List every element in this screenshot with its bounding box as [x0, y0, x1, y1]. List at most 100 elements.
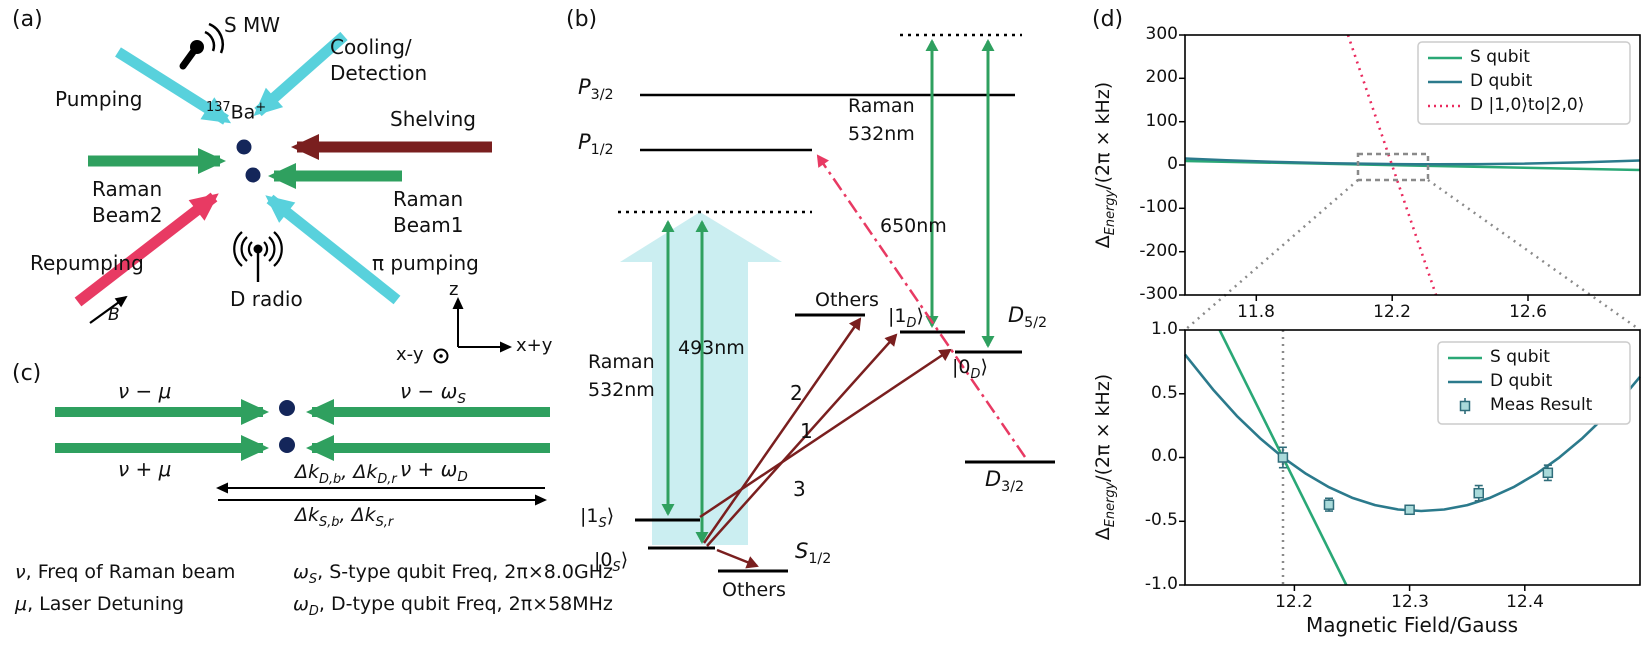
top-legend-d-qubit: D qubit — [1470, 71, 1533, 91]
top-legend-d-transition: D |1,0⟩to|2,0⟩ — [1470, 95, 1585, 115]
top-legend — [1417, 41, 1631, 125]
note-omega-s: ωS, S-type qubit Freq, 2π×8.0GHz — [293, 561, 613, 587]
smw-label: S MW — [224, 13, 281, 37]
ket-0s-label: |0S⟩ — [594, 549, 629, 575]
note-mu: μ, Laser Detuning — [15, 593, 185, 615]
panel-d-label: (d) — [1092, 7, 1124, 32]
650nm-label: 650nm — [880, 215, 947, 237]
493nm-label: 493nm — [678, 337, 745, 359]
level-label-p12: P1/2 — [578, 130, 614, 159]
cooling-label-line1: Cooling/ — [330, 35, 412, 59]
others-s-label: Others — [722, 579, 786, 601]
xmy-axis-label: x-y — [396, 344, 424, 365]
note-nu: ν, Freq of Raman beam — [15, 561, 236, 583]
xmy-axis-symbol — [433, 348, 449, 364]
b-field-label: B — [108, 305, 120, 325]
zoom-connector-left — [1184, 179, 1359, 331]
level-label-d32: D3/2 — [985, 467, 1025, 496]
cooling-detection-arrow — [253, 31, 348, 117]
shelving-label: Shelving — [390, 107, 476, 131]
xpy-axis-label: x+y — [516, 335, 553, 356]
repumping-arrow — [74, 192, 219, 307]
d-bottom-xtick: 12.2 — [1275, 592, 1313, 612]
ion-dot-2 — [245, 167, 261, 183]
d-top-xtick: 11.8 — [1237, 302, 1275, 322]
ket-1d-label: |1D⟩ — [888, 305, 924, 331]
bottom-plot-ticks — [1179, 329, 1526, 591]
d-qubit-parabola — [1183, 353, 1641, 513]
panel-b-graphics — [618, 33, 1055, 573]
d-top-ytick: 200 — [1145, 67, 1178, 87]
delta-k-s-label: ΔkS,b, ΔkS,r — [295, 504, 394, 530]
nu-plus-mu-label: ν + μ — [118, 457, 172, 481]
panel-c-graphics — [55, 399, 550, 506]
d-bottom-ytick: 0.0 — [1150, 446, 1178, 466]
d-bottom-xtick: 12.4 — [1506, 592, 1544, 612]
transition-1-label: 1 — [800, 419, 813, 443]
b-field-arrow — [89, 295, 128, 324]
z-axis-label: z — [449, 279, 459, 300]
note-omega-d: ωD, D-type qubit Freq, 2π×58MHz — [293, 593, 613, 619]
d-top-ytick: -200 — [1139, 241, 1178, 261]
level-label-d52: D5/2 — [1008, 303, 1048, 332]
d-top-ytick: -100 — [1139, 197, 1178, 217]
top-legend-s-qubit: S qubit — [1470, 47, 1530, 67]
decay-to-others-s — [716, 548, 759, 569]
measurement-points — [1277, 446, 1554, 516]
pi-pumping-label: π pumping — [372, 251, 479, 275]
raman-beam1-label-line2: Beam1 — [393, 213, 464, 237]
d-bottom-ytick: -0.5 — [1144, 510, 1178, 530]
others-d-label: Others — [815, 289, 879, 311]
raman-left-label-line2: 532nm — [588, 379, 655, 401]
bottom-chart — [1179, 329, 1641, 591]
d-top-xtick: 12.2 — [1373, 302, 1411, 322]
bottom-legend-s-qubit: S qubit — [1490, 347, 1550, 367]
shelving-transition-to-others-d — [702, 317, 862, 544]
d-qubit-curve-top — [1184, 157, 1641, 166]
raman-left-label-line1: Raman — [588, 351, 655, 373]
d-top-ytick: 100 — [1145, 111, 1178, 131]
raman-beam1-label-line1: Raman — [393, 187, 464, 211]
microwave-antenna-icon — [179, 22, 224, 70]
zoom-box — [1356, 152, 1430, 182]
ion-dot-bottom — [279, 437, 295, 453]
raman-right-label-line1: Raman — [848, 95, 915, 117]
d-top-xtick: 12.6 — [1509, 302, 1547, 322]
repumping-label: Repumping — [30, 251, 144, 275]
650nm-arrow — [816, 154, 1027, 458]
ket-1s-label: |1S⟩ — [580, 505, 615, 531]
d-bottom-ytick: 1.0 — [1150, 319, 1178, 339]
ion-label: 137Ba+ — [206, 100, 267, 124]
ion-dot-1 — [236, 139, 252, 155]
ion-dot-top — [279, 400, 295, 416]
d-top-ytick: 300 — [1145, 24, 1178, 44]
bottom-legend-d-qubit: D qubit — [1490, 371, 1553, 391]
nu-minus-omega-s-label: ν − ωS — [400, 379, 467, 407]
raman-beam2-label-line2: Beam2 — [92, 203, 163, 227]
bottom-chart-xlabel: Magnetic Field/Gauss — [1305, 613, 1519, 637]
d-top-ytick: 0 — [1167, 154, 1178, 174]
cooling-label-line2: Detection — [330, 61, 428, 85]
d-top-ytick: -300 — [1139, 284, 1178, 304]
pumping-label: Pumping — [55, 87, 143, 111]
bottom-legend — [1437, 341, 1631, 425]
top-chart — [1179, 34, 1641, 332]
pumping-arrow — [115, 47, 232, 125]
level-label-s12: S1/2 — [795, 539, 832, 568]
transition-2-label: 2 — [790, 381, 803, 405]
panel-a-graphics — [74, 22, 512, 364]
ket-0d-label: |0D⟩ — [952, 356, 988, 382]
pi-pumping-arrow — [265, 194, 401, 305]
radio-wave-icon — [233, 231, 283, 282]
d-bottom-ytick: 0.5 — [1150, 383, 1178, 403]
d-bottom-ytick: -1.0 — [1144, 574, 1178, 594]
coordinate-axes — [433, 297, 512, 364]
nu-plus-omega-d-label: ν + ωD — [400, 457, 468, 485]
raman-right-label-line2: 532nm — [848, 123, 915, 145]
d-bottom-xtick: 12.3 — [1391, 592, 1429, 612]
delta-k-d-label: ΔkD,b, ΔkD,r — [295, 461, 397, 487]
d-radio-label: D radio — [230, 287, 303, 311]
top-plot-ticks — [1179, 34, 1529, 301]
